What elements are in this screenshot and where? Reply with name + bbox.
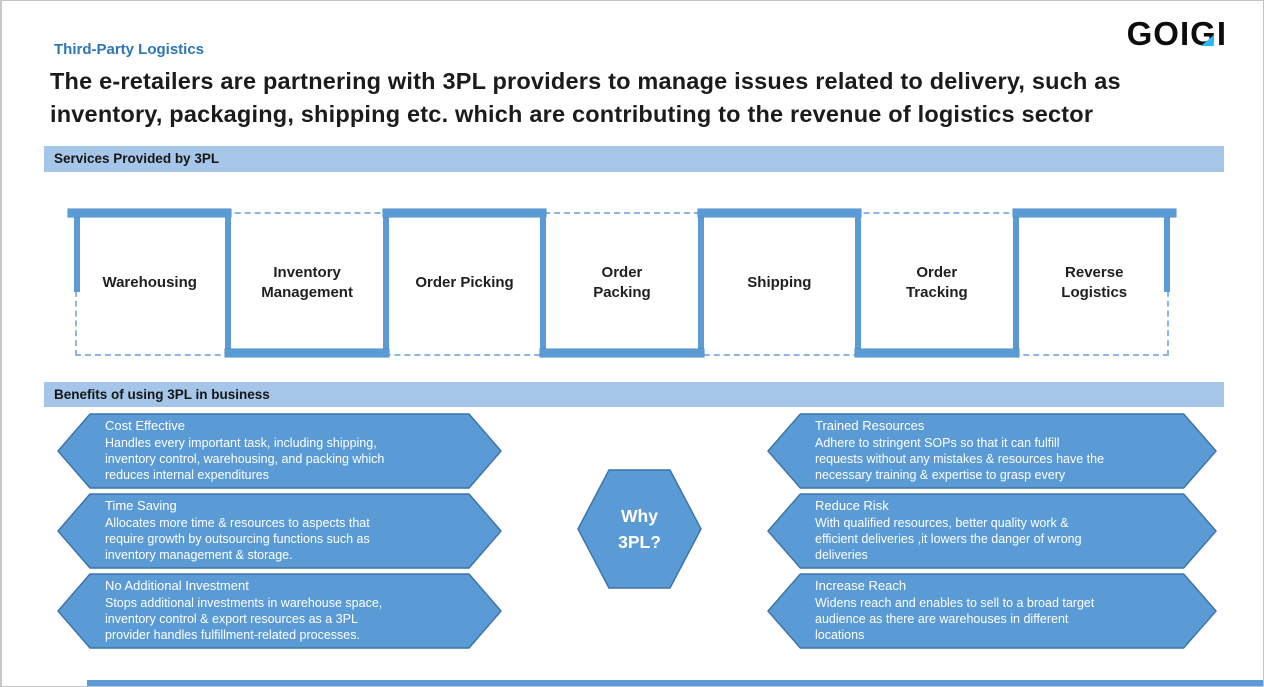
box-right-edge	[1163, 209, 1170, 292]
box-top-bar	[697, 209, 862, 217]
box-bottom-bar	[855, 349, 1019, 357]
service-box-warehousing: Warehousing	[68, 209, 232, 357]
box-top-bar	[1012, 209, 1176, 217]
arrow-shape	[767, 493, 1217, 569]
logo-part3: I	[1216, 15, 1227, 52]
arrow-shape	[767, 573, 1217, 649]
box-bottom-bar	[225, 349, 389, 357]
service-box-inventory-management: Inventory Management	[225, 209, 389, 357]
benefit-body: With qualified resources, better quality…	[815, 515, 1082, 562]
benefit-title: No Additional Investment	[105, 578, 249, 593]
arrow-shape	[57, 573, 502, 649]
box-bottom-bar	[540, 349, 704, 357]
benefit-cost-effective: Cost Effective Handles every important t…	[57, 413, 502, 489]
logo-accent-triangle	[1200, 35, 1214, 46]
why-3pl-hexagon: Why 3PL?	[577, 469, 702, 589]
hexagon-shape	[577, 469, 702, 589]
benefit-body: Stops additional investments in warehous…	[105, 595, 383, 642]
eyebrow-label: Third-Party Logistics	[54, 41, 205, 58]
service-box-shipping: Shipping	[697, 209, 862, 357]
benefit-time-saving: Time Saving Allocates more time & resour…	[57, 493, 502, 569]
benefit-reduce-risk: Reduce Risk With qualified resources, be…	[767, 493, 1217, 569]
benefit-body: Allocates more time & resources to aspec…	[105, 515, 370, 562]
benefit-title: Time Saving	[105, 498, 177, 513]
arrow-shape	[767, 413, 1217, 489]
service-box-order-tracking: Order Tracking	[855, 209, 1019, 357]
service-label: Warehousing	[102, 273, 197, 291]
benefit-title: Cost Effective	[105, 418, 185, 433]
box-top-bar	[68, 209, 232, 217]
benefit-title: Reduce Risk	[815, 498, 889, 513]
service-label: Reverse Logistics	[1061, 263, 1128, 301]
service-label: Shipping	[747, 273, 812, 291]
logo-part1: GOI	[1126, 15, 1191, 52]
benefits-banner: Benefits of using 3PL in business	[44, 382, 1224, 407]
arrow-shape	[57, 413, 502, 489]
bottom-accent-strip	[87, 680, 1263, 686]
benefits-right-column: Trained Resources Adhere to stringent SO…	[767, 413, 1217, 653]
logo-accent-g: G	[1190, 15, 1217, 52]
box-top-bar	[382, 209, 547, 217]
arrow-shape	[57, 493, 502, 569]
hexagon-label: Why 3PL?	[618, 505, 661, 552]
service-box-order-picking: Order Picking	[382, 209, 547, 357]
benefit-title: Trained Resources	[815, 418, 925, 433]
service-box-reverse-logistics: Reverse Logistics	[1012, 209, 1176, 357]
benefit-body: Adhere to stringent SOPs so that it can …	[815, 435, 1105, 482]
page-title: The e-retailers are partnering with 3PL …	[50, 68, 1121, 128]
service-label: Order Picking	[415, 273, 514, 291]
benefits-left-column: Cost Effective Handles every important t…	[57, 413, 502, 653]
service-box-order-packing: Order Packing	[540, 209, 704, 357]
services-banner: Services Provided by 3PL	[44, 146, 1224, 172]
box-left-edge	[74, 209, 80, 292]
benefit-increase-reach: Increase Reach Widens reach and enables …	[767, 573, 1217, 649]
benefit-title: Increase Reach	[815, 578, 907, 593]
benefit-body: Handles every important task, including …	[105, 435, 385, 482]
service-label: Order Tracking	[905, 263, 968, 301]
service-label: Order Packing	[593, 263, 651, 301]
benefit-trained-resources: Trained Resources Adhere to stringent SO…	[767, 413, 1217, 489]
service-label: Inventory Management	[261, 263, 353, 301]
benefit-no-additional-investment: No Additional Investment Stops additiona…	[57, 573, 502, 649]
services-row: Warehousing Inventory Management Order P…	[68, 209, 1176, 357]
benefit-body: Widens reach and enables to sell to a br…	[815, 595, 1095, 642]
